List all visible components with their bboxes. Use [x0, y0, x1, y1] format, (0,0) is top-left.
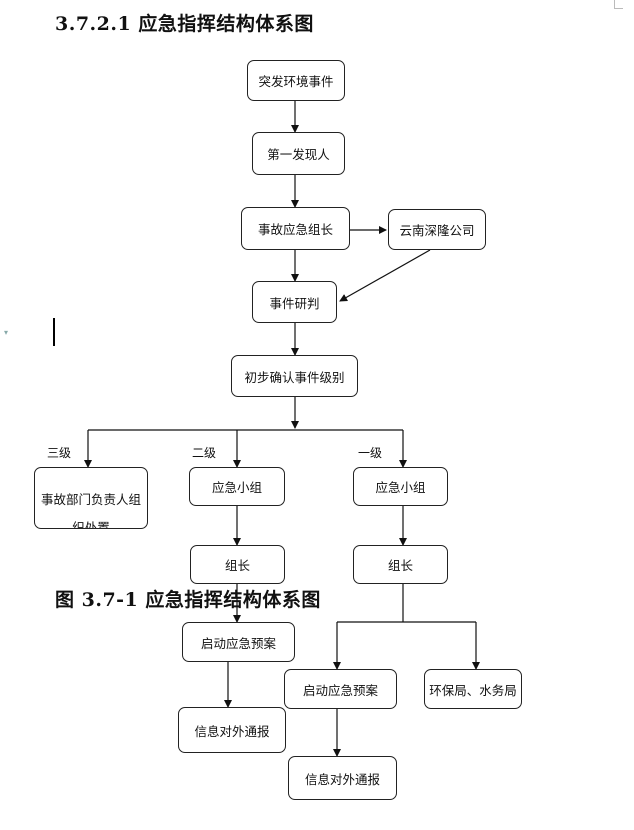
- node-first-finder: 第一发现人: [252, 132, 345, 175]
- node-leader-level2: 组长: [190, 545, 285, 584]
- text-cursor: [53, 318, 55, 346]
- node-plan-level2: 启动应急预案: [182, 622, 295, 662]
- node-initial-confirm: 初步确认事件级别: [231, 355, 358, 397]
- node-company: 云南深隆公司: [388, 209, 486, 250]
- node-event-judgment: 事件研判: [252, 281, 337, 323]
- node-dept-head: 事故部门负责人组织处置: [34, 467, 148, 529]
- label-level3: 三级: [47, 446, 72, 460]
- node-incident-leader: 事故应急组长: [241, 207, 350, 250]
- section-heading: 3.7.2.1 应急指挥结构体系图: [55, 13, 314, 35]
- label-level1: 一级: [358, 446, 383, 460]
- page-corner-mark: [614, 0, 623, 9]
- node-sudden-event: 突发环境事件: [247, 60, 345, 101]
- label-level2: 二级: [192, 446, 217, 460]
- node-team-level1: 应急小组: [353, 467, 448, 506]
- node-notify-level1: 信息对外通报: [288, 756, 397, 800]
- figure-caption: 图 3.7-1 应急指挥结构体系图: [55, 589, 321, 611]
- node-plan-level1: 启动应急预案: [284, 669, 397, 709]
- side-marker: ▾: [4, 328, 9, 337]
- node-team-level2: 应急小组: [189, 467, 285, 506]
- node-env-water: 环保局、水务局: [424, 669, 522, 709]
- node-leader-level1: 组长: [353, 545, 448, 584]
- node-notify-level2: 信息对外通报: [178, 707, 286, 753]
